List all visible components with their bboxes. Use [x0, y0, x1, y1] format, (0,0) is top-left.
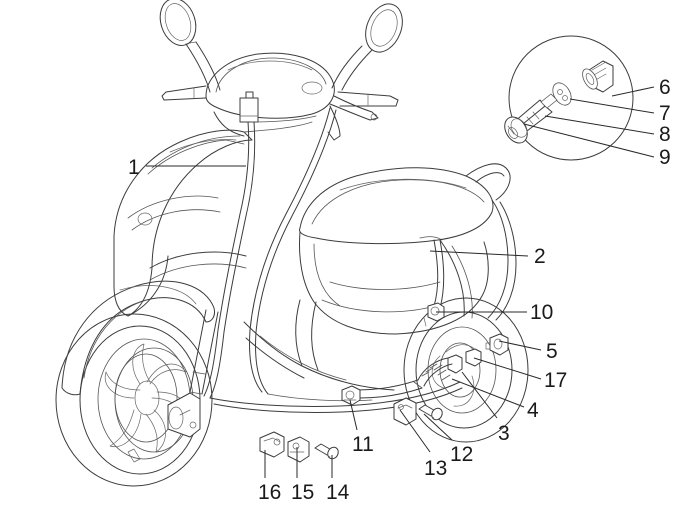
- callout-2[interactable]: 2: [534, 245, 546, 268]
- front-fender: [61, 280, 215, 396]
- callout-3[interactable]: 3: [498, 422, 510, 445]
- parts-14-15-16: [259, 431, 339, 463]
- callout-13[interactable]: 13: [424, 457, 448, 480]
- rear-wheel-group: [403, 297, 529, 443]
- callout-8[interactable]: 8: [659, 123, 671, 146]
- brake-hose-spring: [413, 357, 453, 389]
- leader-lines: [146, 86, 655, 478]
- callout-16[interactable]: 16: [258, 481, 282, 504]
- callout-1[interactable]: 1: [128, 156, 140, 179]
- callout-4[interactable]: 4: [527, 399, 539, 422]
- callout-9[interactable]: 9: [659, 146, 671, 169]
- detail-part-6: [582, 60, 614, 93]
- callout-17[interactable]: 17: [544, 369, 568, 392]
- callout-6[interactable]: 6: [659, 76, 671, 99]
- detail-part-7: [552, 82, 572, 106]
- callout-10[interactable]: 10: [530, 301, 554, 324]
- parts-12-13: [393, 397, 443, 426]
- front-body-panel: [113, 129, 253, 317]
- callout-14[interactable]: 14: [326, 481, 350, 504]
- detail-circle-group: [504, 35, 634, 161]
- callout-12[interactable]: 12: [450, 443, 474, 466]
- callout-11[interactable]: 11: [352, 433, 374, 456]
- callout-7[interactable]: 7: [659, 102, 671, 125]
- rear-brake-fittings: [357, 333, 509, 399]
- handlebar-assembly: [159, 0, 403, 141]
- callout-15[interactable]: 15: [291, 481, 315, 504]
- callout-5[interactable]: 5: [546, 340, 558, 363]
- front-wheel-group: [55, 309, 219, 487]
- cable-harness: [203, 107, 463, 414]
